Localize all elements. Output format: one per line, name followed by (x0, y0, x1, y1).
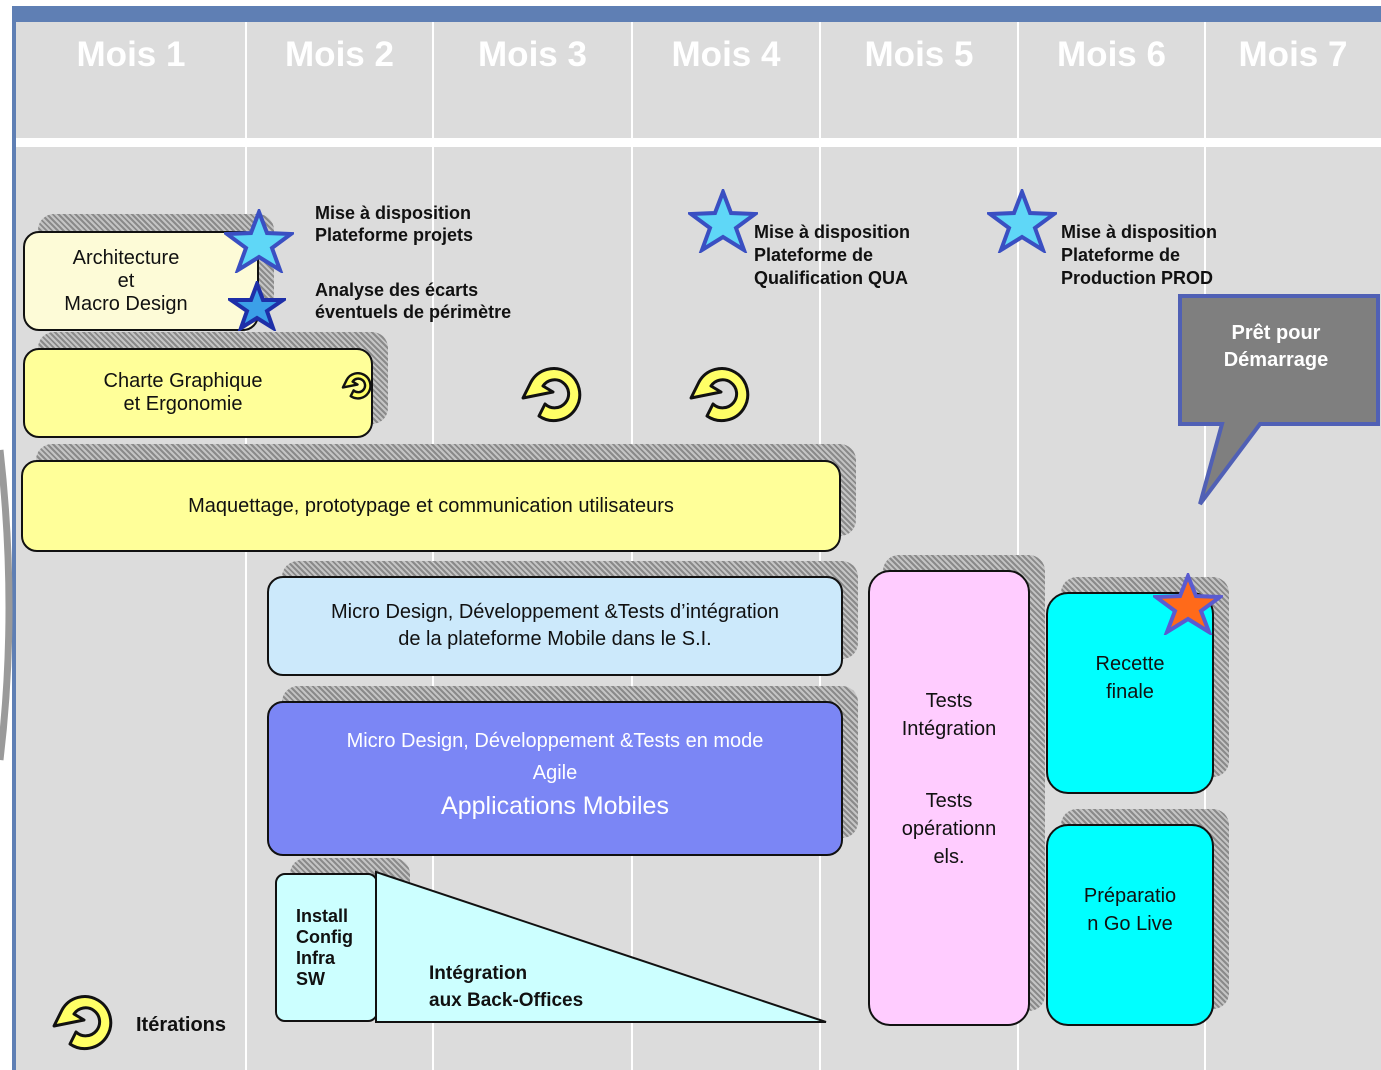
maquettage-box: Maquettage, prototypage et communication… (21, 460, 841, 552)
iteration-icon (521, 367, 582, 423)
month-header-6: Mois 6 (1057, 35, 1166, 74)
integration-triangle (375, 870, 827, 1023)
month-header-4: Mois 4 (671, 35, 781, 74)
install-box: Install Config Infra SW (275, 873, 378, 1022)
milestone-gap-analysis-label: Analyse des écarts éventuels de périmètr… (315, 280, 512, 322)
star-icon (688, 189, 758, 253)
charte-box: Charte Graphique et Ergonomie (23, 348, 373, 438)
left-bar (12, 6, 16, 1070)
architecture-box: Architecture et Macro Design (23, 231, 259, 331)
integration-bo-label: Intégration aux Back-Offices (429, 963, 584, 1011)
milestone-platform-prod-label: Mise à disposition Plateforme de Product… (1061, 222, 1218, 288)
top-bar (14, 6, 1381, 22)
month-header-2: Mois 2 (285, 35, 394, 74)
month-header-3: Mois 3 (478, 35, 587, 74)
tests-box: Tests Intégration Tests opérationn els. (868, 570, 1030, 1026)
applications-mobiles-label: Applications Mobiles (441, 791, 669, 820)
milestone-platform-projects-label: Mise à disposition Plateforme projets (315, 203, 474, 245)
micro-design-agile-box: Micro Design, Développement &Tests en mo… (267, 701, 843, 856)
month-header-5: Mois 5 (864, 35, 974, 74)
month-header-7: Mois 7 (1238, 35, 1348, 74)
callout-shape (1178, 294, 1380, 506)
micro-design-agile-label: Micro Design, Développement &Tests en mo… (346, 729, 764, 784)
install-label: Install Config Infra SW (296, 905, 353, 989)
callout-label: Prêt pour Démarrage (1223, 322, 1329, 371)
micro-design-si-box: Micro Design, Développement &Tests d’int… (267, 576, 843, 676)
tests-operationnels-label: Tests opérationn els. (901, 790, 997, 868)
milestone-platform-qua-label: Mise à disposition Plateforme de Qualifi… (754, 222, 911, 288)
iterations-legend-label: Itérations (136, 1014, 227, 1036)
side-arc (0, 449, 13, 761)
iteration-icon (341, 372, 372, 400)
go-live-box: Préparatio n Go Live (1046, 824, 1214, 1026)
recette-box: Recette finale (1046, 592, 1214, 794)
star-icon (224, 209, 294, 273)
iteration-icon (689, 367, 750, 423)
star-icon (228, 281, 286, 331)
star-icon (987, 189, 1057, 253)
month-header-1: Mois 1 (76, 35, 186, 74)
iteration-legend-icon (52, 995, 113, 1051)
header-separator (16, 138, 1381, 147)
star-icon (1153, 573, 1223, 635)
tests-integration-label: Tests Intégration (901, 690, 997, 740)
